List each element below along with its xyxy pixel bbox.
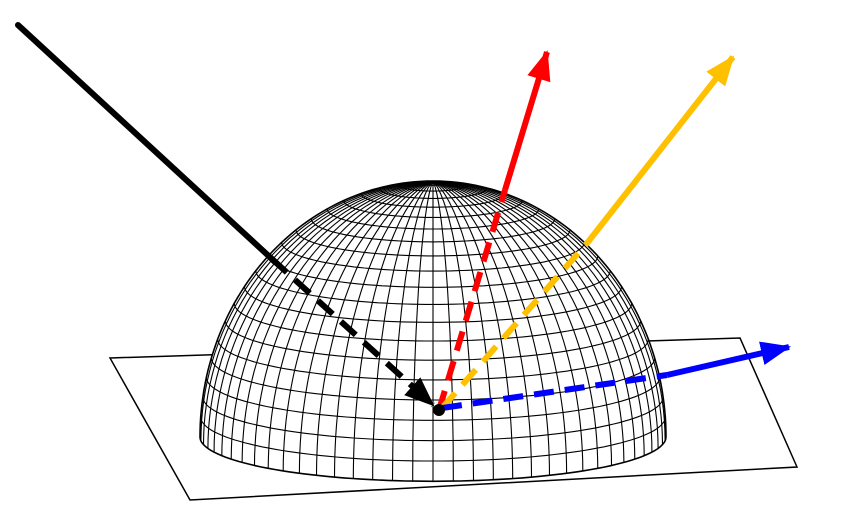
scattered-ray-orange-solid [585,55,736,244]
scattered-ray-orange-dashed [439,240,591,410]
longitude-line [432,180,454,482]
longitude-line [298,180,434,474]
grazing-ray-blue-solid [666,341,791,378]
longitude-line [412,180,434,482]
longitude-line [432,180,664,445]
hemisphere-outline [199,180,667,483]
longitude-line [432,180,659,449]
longitude-line [241,180,434,463]
grazing-ray-blue-dashed [441,372,668,411]
longitude-line [432,180,568,474]
longitude-line [432,180,645,456]
longitude-line [432,180,475,481]
incident-ray-dashed [269,256,436,408]
longitude-line [432,180,613,466]
longitude-line [432,180,514,479]
longitude-line [282,180,434,471]
longitude-line [372,180,434,480]
longitude-line [432,180,653,453]
longitude-line [333,180,434,478]
longitude-line [432,180,551,476]
longitude-line [315,180,434,476]
longitude-line [352,180,434,479]
specular-ray-red-dashed [436,189,508,411]
incident-ray-solid [15,22,275,262]
longitude-line [432,180,533,478]
incidence-point [433,404,445,416]
longitude-line [267,180,434,469]
longitude-line [432,180,584,471]
longitude-line [432,180,599,469]
longitude-line [432,180,636,460]
longitude-line [230,180,434,460]
specular-ray-red-solid [502,50,551,191]
longitude-line [391,180,434,481]
longitude-line [253,180,434,466]
longitude-line [432,180,625,463]
